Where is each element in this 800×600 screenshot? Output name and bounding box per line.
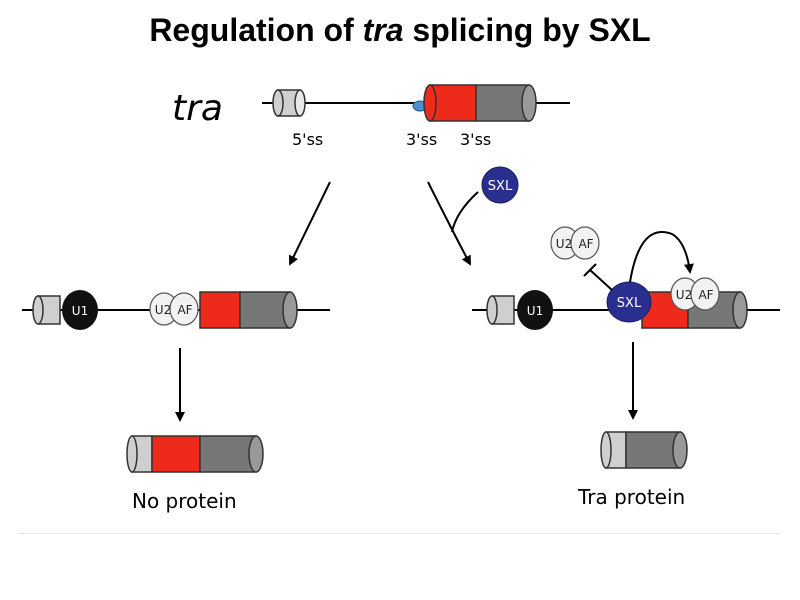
slide-title: Regulation of tra splicing by SXL [149, 12, 651, 48]
arrow-to-right-path [427, 181, 471, 266]
u2af-left: U2 AF [149, 292, 199, 326]
exon-1 [272, 89, 306, 117]
gene-label: tra [172, 88, 223, 129]
right-splicing-complex: U1 SXL U2 AF [472, 277, 780, 330]
inhibition-bar [583, 263, 613, 291]
five-ss-label: 5'ss [292, 130, 323, 149]
af-label: AF [698, 288, 713, 302]
u2af-right-bound: U2 AF [670, 277, 720, 311]
sxl-protein-bound: SXL [606, 281, 652, 323]
u1-snrnp-right: U1 [517, 290, 553, 330]
outcome-no-protein: No protein [132, 489, 237, 513]
u2-label: U2 [556, 237, 572, 251]
exon-2 [423, 84, 537, 122]
u2-label: U2 [155, 303, 171, 317]
sxl-label: SXL [488, 179, 513, 194]
three-ss-label-1: 3'ss [406, 130, 437, 149]
u2af-right-free: U2 AF [550, 226, 600, 260]
outcome-tra-protein: Tra protein [577, 485, 685, 509]
sxl-label: SXL [617, 296, 642, 311]
three-ss-label-2: 3'ss [460, 130, 491, 149]
sxl-protein-free: SXL [481, 166, 519, 204]
left-splicing-complex: U1 U2 AF [22, 290, 330, 330]
u1-label: U1 [527, 304, 543, 318]
af-label: AF [177, 303, 192, 317]
left-product-mrna [126, 435, 264, 473]
arrow-to-left-path [289, 181, 331, 266]
sxl-join-line [451, 191, 479, 233]
u1-snrnp-left: U1 [62, 290, 98, 330]
u2-label: U2 [676, 288, 692, 302]
right-product-mrna [600, 431, 688, 469]
u1-label: U1 [72, 304, 88, 318]
redirect-arrow [629, 231, 694, 283]
slide-divider [18, 533, 780, 534]
pre-mrna: tra 5'ss 3'ss 3'ss [172, 84, 570, 149]
af-label: AF [578, 237, 593, 251]
